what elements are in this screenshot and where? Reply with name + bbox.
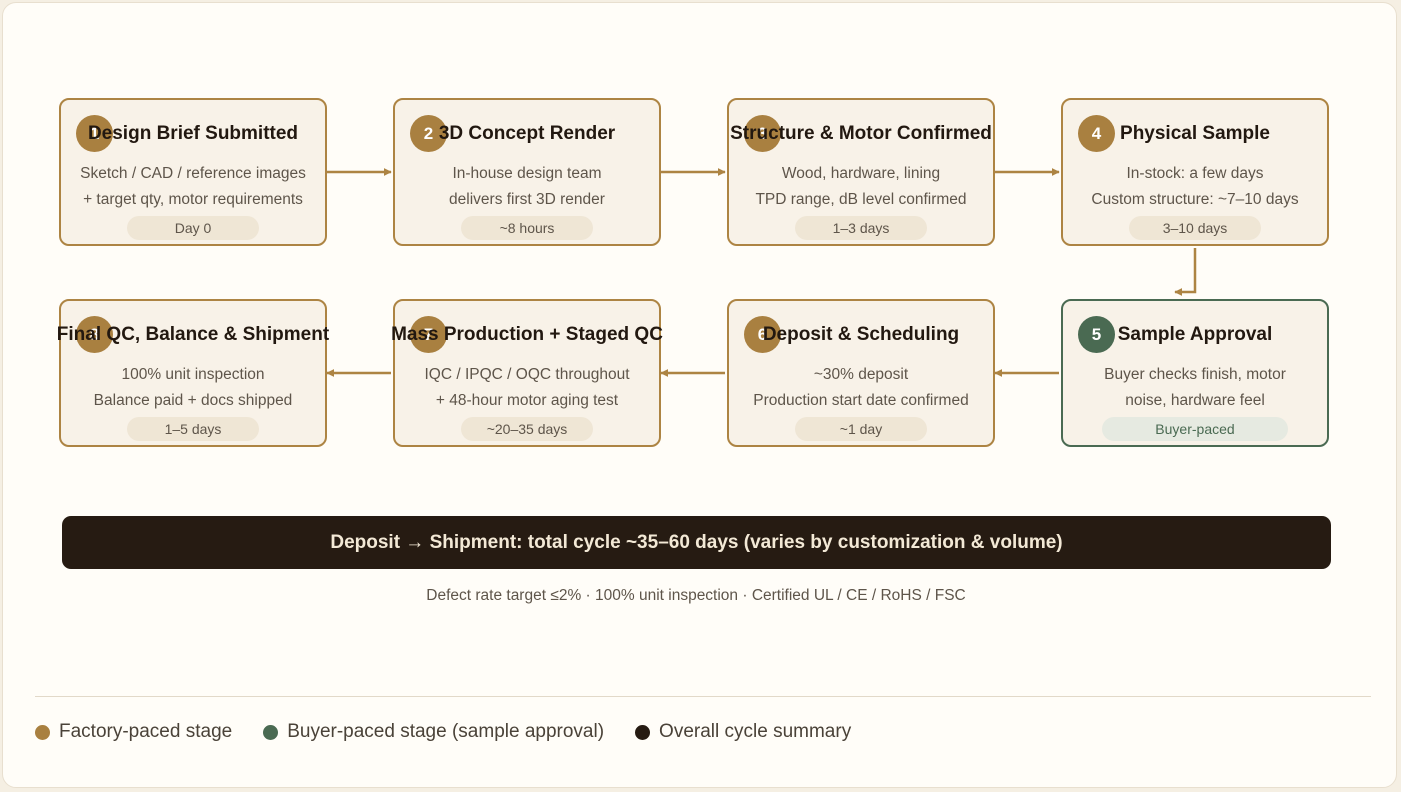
legend-item-summary: Overall cycle summary [635, 721, 851, 743]
stage-7-card: 7 Mass Production + Staged QC IQC / IPQC… [391, 299, 663, 447]
legend-item-factory: Factory-paced stage [35, 721, 232, 743]
stage-description: Balance paid + docs shipped [93, 392, 293, 409]
stage-duration-pill: 1–3 days [795, 216, 927, 240]
stage-6-card: 6 Deposit & Scheduling ~30% deposit Prod… [727, 299, 995, 447]
stage-duration-pill: Day 0 [127, 216, 259, 240]
stage-number-badge: 6 [744, 316, 781, 353]
stage-duration-pill: Buyer-paced [1102, 417, 1288, 441]
stage-description: In-house design team [452, 165, 602, 182]
stage-title: 3D Concept Render [438, 123, 616, 144]
stage-description: delivers first 3D render [449, 191, 605, 208]
stage-title: Sample Approval [1117, 324, 1273, 345]
stage-title: Physical Sample [1120, 123, 1270, 144]
stage-number-badge: 8 [76, 316, 113, 353]
stage-description: Wood, hardware, lining [781, 165, 941, 182]
buyer-dot-icon [263, 724, 279, 740]
stage-5-card: 5 Sample Approval Buyer checks finish, m… [1061, 299, 1329, 447]
summary-dot-icon [635, 724, 651, 740]
stage-number-badge: 4 [1078, 115, 1115, 152]
factory-dot-icon [35, 724, 50, 740]
stage-duration-pill: ~1 day [795, 417, 927, 441]
stage-description: noise, hardware feel [1125, 392, 1265, 409]
stage-title: Mass Production + Staged QC [391, 324, 663, 345]
stage-number-badge: 7 [410, 316, 447, 353]
stage-1-card: 1 Design Brief Submitted Sketch / CAD / … [59, 98, 327, 246]
stage-3-card: 3 Structure & Motor Confirmed Wood, hard… [727, 98, 995, 246]
stage-description: ~30% deposit [813, 366, 909, 383]
stage-title: Structure & Motor Confirmed [730, 123, 992, 144]
stage-number-badge: 3 [744, 115, 781, 152]
quality-footnote: Defect rate target ≤2% · 100% unit inspe… [426, 587, 966, 604]
stage-4-card: 4 Physical Sample In-stock: a few days C… [1061, 98, 1329, 246]
stage-number-badge: 2 [410, 115, 447, 152]
stage-duration-pill: ~8 hours [461, 216, 593, 240]
stage-description: TPD range, dB level confirmed [755, 191, 967, 208]
stage-description: 100% unit inspection [121, 366, 265, 383]
stage-description: + 48-hour motor aging test [435, 392, 619, 409]
legend-label: Overall cycle summary [659, 721, 852, 742]
stage-description: Production start date confirmed [753, 392, 969, 409]
stage-8-card: 8 Final QC, Balance & Shipment 100% unit… [57, 299, 329, 447]
stage-number-badge: 1 [76, 115, 113, 152]
stage-description: Sketch / CAD / reference images [80, 165, 306, 182]
flow-arrow-4-to-5 [1174, 248, 1197, 296]
stage-description: Custom structure: ~7–10 days [1091, 191, 1299, 208]
stage-duration-pill: ~20–35 days [461, 417, 593, 441]
legend: Factory-paced stage Buyer-paced stage (s… [35, 721, 882, 743]
stage-description: IQC / IPQC / OQC throughout [424, 366, 630, 383]
stage-number-badge: 5 [1078, 316, 1115, 353]
stage-duration-pill: 1–5 days [127, 417, 259, 441]
legend-item-buyer: Buyer-paced stage (sample approval) [263, 721, 604, 743]
total-cycle-summary-bar: Deposit → Shipment: total cycle ~35–60 d… [62, 516, 1331, 569]
stage-title: Design Brief Submitted [87, 123, 299, 144]
legend-label: Buyer-paced stage (sample approval) [287, 721, 605, 742]
stage-title: Deposit & Scheduling [762, 324, 960, 345]
stage-2-card: 2 3D Concept Render In-house design team… [393, 98, 661, 246]
stage-title: Final QC, Balance & Shipment [56, 324, 330, 345]
stage-description: Buyer checks finish, motor [1104, 366, 1286, 383]
legend-label: Factory-paced stage [59, 721, 233, 742]
stage-description: In-stock: a few days [1126, 165, 1264, 182]
stage-duration-pill: 3–10 days [1129, 216, 1261, 240]
legend-divider [35, 696, 1371, 697]
stage-description: + target qty, motor requirements [83, 191, 303, 208]
